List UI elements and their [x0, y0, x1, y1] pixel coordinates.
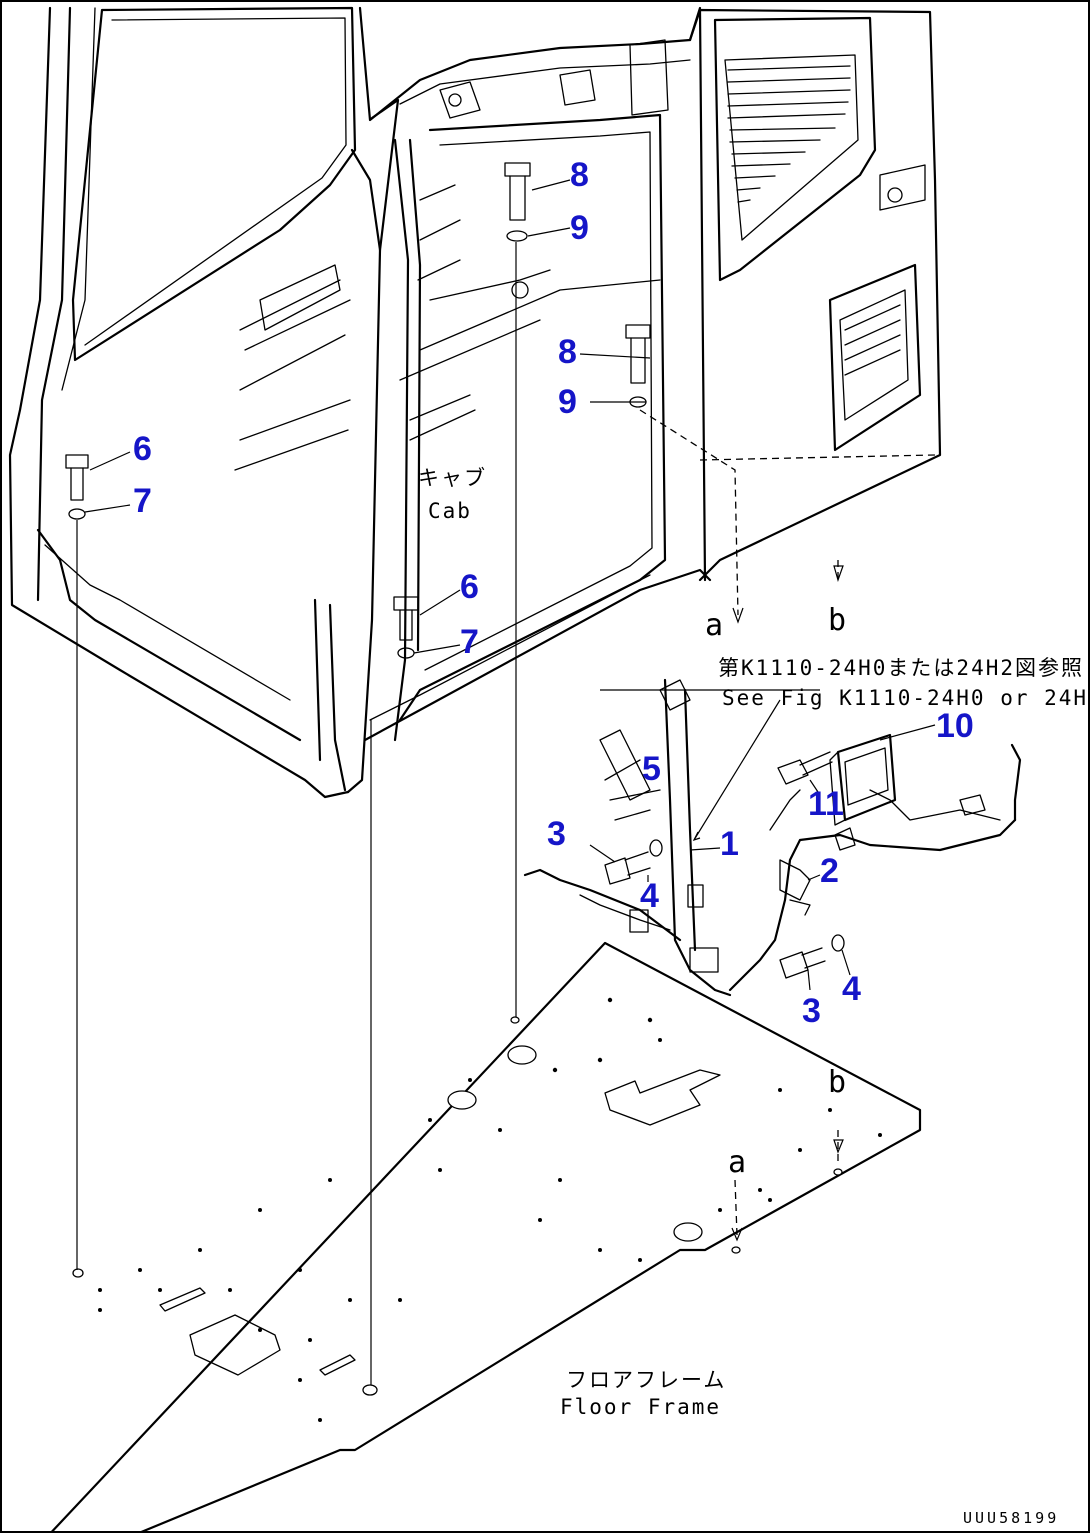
ref-letter-a-bottom: a [728, 1145, 746, 1180]
part-number-7: 7 [133, 482, 152, 520]
ref-letter-b-bottom: b [828, 1065, 846, 1100]
leader-lines [84, 179, 936, 991]
part-number-2: 2 [820, 852, 839, 890]
part-number-labels: 1 2 3 3 4 4 5 6 6 7 7 8 8 9 9 10 11 [133, 156, 974, 1030]
floor-frame-label-en: Floor Frame [560, 1395, 721, 1419]
part-number-7-b: 7 [460, 623, 479, 661]
ref-letter-b-top: b [828, 603, 846, 638]
drawing-code: UUU58199 [963, 1509, 1059, 1527]
reference-note-en: See Fig K1110-24H0 or 24H2 [722, 686, 1090, 710]
part-number-9-b: 9 [558, 383, 577, 421]
part-number-6-b: 6 [460, 568, 479, 606]
part-number-3-b: 3 [802, 992, 821, 1030]
cab-label-jp: キャブ [418, 466, 487, 490]
part-number-4: 4 [640, 877, 659, 915]
floor-frame [49, 941, 922, 1533]
part-number-10: 10 [936, 707, 974, 745]
cab-label-en: Cab [428, 499, 472, 523]
reference-letters: a b b a [705, 565, 846, 1180]
fasteners [65, 162, 651, 659]
notes: キャブ Cab 第K1110-24H0または24H2図参照 See Fig K1… [418, 466, 1090, 1527]
part-number-5: 5 [642, 750, 661, 788]
part-number-11: 11 [808, 785, 844, 823]
part-number-8-b: 8 [558, 333, 577, 371]
part-number-8: 8 [570, 156, 589, 194]
floor-frame-label-jp: フロアフレーム [566, 1368, 726, 1392]
part-number-3: 3 [547, 815, 566, 853]
assembly-lines [76, 242, 936, 1385]
cab-structure [8, 6, 942, 799]
part-number-9: 9 [570, 209, 589, 247]
part-number-6: 6 [133, 430, 152, 468]
part-number-4-b: 4 [842, 970, 861, 1008]
reference-note-jp: 第K1110-24H0または24H2図参照 [718, 656, 1084, 680]
ref-letter-a-top: a [705, 608, 723, 643]
part-number-1: 1 [720, 825, 739, 863]
